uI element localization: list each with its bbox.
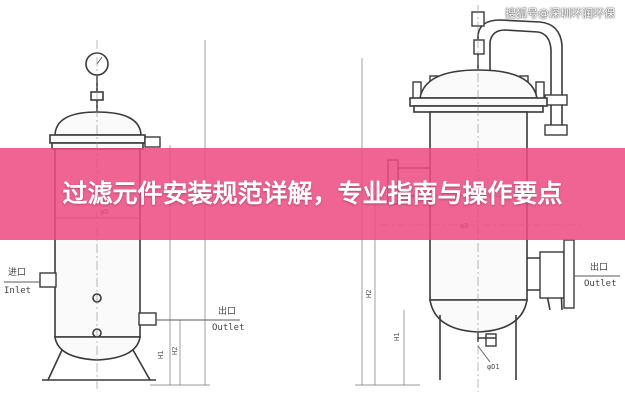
left-h1-label: H1 bbox=[157, 351, 165, 359]
top-lid bbox=[54, 111, 142, 136]
watermark-text: 搜狐号@深圳环润环保 bbox=[505, 7, 615, 20]
watermark: 搜狐号@深圳环润环保 bbox=[505, 5, 615, 21]
lid-clamp bbox=[144, 136, 161, 148]
left-inlet-label-cn: 进口 bbox=[8, 267, 26, 278]
right-outlet-label-en: Outlet bbox=[584, 279, 617, 289]
left-inlet-label-en: Inlet bbox=[4, 286, 31, 296]
page-title: 过滤元件安装规范详解，专业指南与操作要点 bbox=[62, 179, 563, 208]
right-bottom-dish bbox=[429, 299, 528, 333]
lid-flange bbox=[49, 134, 146, 144]
left-outlet-label-en: Outlet bbox=[212, 323, 245, 333]
right-body-flange bbox=[413, 105, 544, 113]
title-banner: 过滤元件安装规范详解，专业指南与操作要点 bbox=[0, 148, 625, 240]
right-outlet-label-cn: 出口 bbox=[590, 261, 608, 273]
right-d1-label: φD1 bbox=[487, 363, 500, 371]
right-lid-flange bbox=[409, 97, 548, 107]
left-outlet-label-cn: 出口 bbox=[218, 305, 236, 317]
right-top-lid bbox=[419, 69, 538, 99]
left-h2-label: H2 bbox=[171, 347, 179, 355]
right-h2-label: H2 bbox=[365, 290, 373, 298]
left-inlet-port bbox=[39, 272, 57, 288]
right-h1-label: H1 bbox=[393, 333, 401, 341]
bottom-dish bbox=[54, 336, 141, 361]
right-outlet-port bbox=[539, 251, 565, 299]
left-outlet-port bbox=[138, 312, 157, 326]
